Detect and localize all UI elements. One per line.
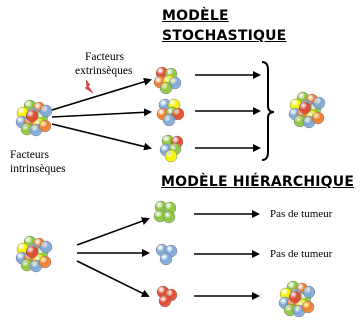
cell	[159, 252, 173, 266]
hierarchical-green-cells	[153, 200, 177, 224]
stochastic-title-line2: STOCHASTIQUE	[162, 28, 287, 44]
cell	[164, 149, 178, 163]
hierarchical-red-cells	[156, 285, 178, 308]
stochastic-subclone-3	[159, 134, 184, 163]
cell	[25, 109, 39, 123]
cell	[312, 96, 326, 110]
extrinsic-factors-label-line2: extrinsèques	[75, 65, 133, 77]
hierarchical-result-tumor-cluster	[278, 280, 316, 318]
extrinsic-factors-label-line1: Facteurs	[85, 51, 124, 63]
cell	[302, 285, 316, 299]
stochastic-arrow-middle	[51, 108, 152, 118]
stochastic-result-tumor-cluster	[288, 91, 326, 129]
stochastic-title-line1: MODÈLE	[162, 8, 229, 24]
stochastic-subclone-1	[153, 66, 182, 95]
hierarchical-arrow-lower	[76, 260, 150, 297]
cell	[311, 111, 325, 125]
stochastic-arrow-upper	[51, 77, 152, 111]
cell	[158, 294, 172, 308]
hierarchical-source-tumor-cluster	[15, 235, 53, 273]
stochastic-arrow-lower	[51, 123, 152, 151]
hierarchical-blue-cells	[155, 243, 178, 266]
cell	[38, 255, 52, 269]
intrinsic-factors-label-line2: intrinsèques	[10, 163, 66, 175]
cell	[159, 81, 173, 95]
stochastic-subclone-2	[156, 98, 185, 127]
lightning-icon	[84, 79, 94, 94]
cell	[39, 240, 53, 254]
cell	[39, 104, 53, 118]
cell	[298, 101, 312, 115]
cell	[301, 300, 315, 314]
intrinsic-factors-label-line1: Facteurs	[10, 149, 49, 161]
stochastic-source-tumor-cluster	[15, 99, 53, 137]
cell	[162, 210, 176, 224]
outcome-no-tumor-2: Pas de tumeur	[270, 248, 333, 260]
outcome-no-tumor-1: Pas de tumeur	[270, 208, 333, 220]
cell	[288, 290, 302, 304]
cell	[171, 107, 185, 121]
convergence-bracket	[261, 61, 275, 161]
hierarchical-arrow-upper	[76, 217, 150, 246]
cell	[162, 113, 176, 127]
cell	[38, 119, 52, 133]
cell	[25, 245, 39, 259]
hierarchical-title: MODÈLE HIÉRARCHIQUE	[161, 174, 355, 190]
